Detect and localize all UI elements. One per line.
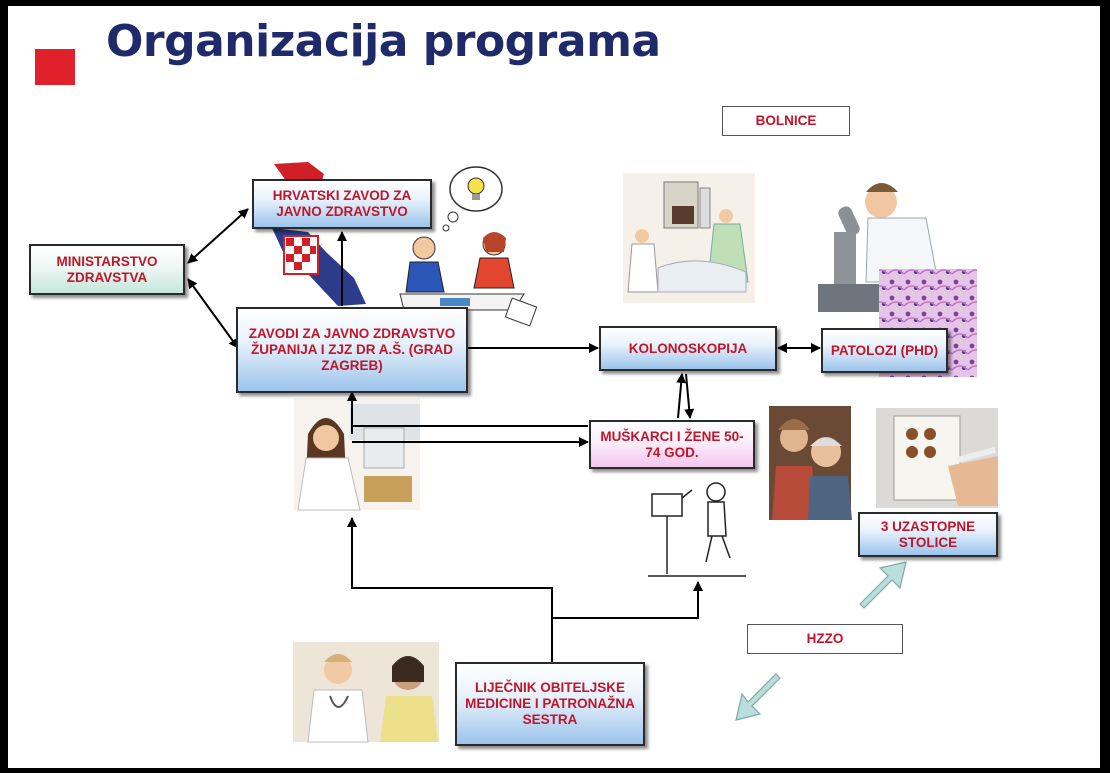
diagram-canvas [187,162,998,743]
hzzo-box: HZZO [747,624,903,654]
ministarstvo-box: MINISTARSTVO ZDRAVSTVA [29,244,185,295]
hzjz-box: HRVATSKI ZAVOD ZA JAVNO ZDRAVSTVO [252,179,432,229]
patolozi-box: PATOLOZI (PHD) [821,328,948,373]
bolnice-box: BOLNICE [722,106,850,136]
elderly-couple-image [769,406,852,520]
stolice-box: 3 UZASTOPNE STOLICE [858,512,998,557]
muskarci-box: MUŠKARCI I ŽENE 50-74 GOD. [589,420,755,469]
telephone-doctor-image [294,398,420,511]
doctor-patient-image [293,642,439,743]
colonoscopy-image [623,173,755,303]
page-title: Organizacija programa [106,16,661,67]
kolonoskopija-box: KOLONOSKOPIJA [599,326,777,371]
test-card-image [876,408,998,508]
zavodi-box: ZAVODI ZA JAVNO ZDRAVSTVO ŽUPANIJA I ZJZ… [236,307,468,393]
title-bullet [35,49,75,85]
microscope-image [818,183,939,312]
slide: Organizacija programa [8,6,1100,768]
lijecnik-box: LIJEČNIK OBITELJSKE MEDICINE I PATRONAŽN… [455,662,645,746]
connector-arrows [187,208,821,662]
meeting-cartoon-image [399,166,538,327]
mailbox-cartoon-image [648,482,746,577]
block-arrows [735,561,907,721]
